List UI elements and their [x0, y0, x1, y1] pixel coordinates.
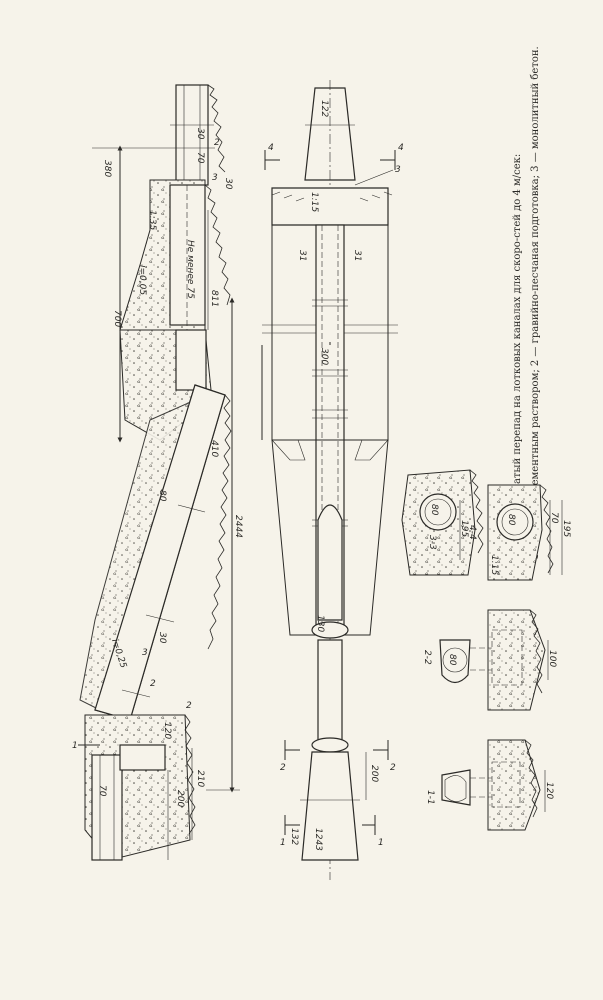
dim-210: 210 [195, 770, 205, 787]
section-4-4-label: 4-4 [467, 525, 477, 540]
section-3-3: 80 195 3-3 [401, 469, 484, 576]
plan-sec-1-left: 1 [280, 838, 286, 848]
s11-dim-120: 120 [544, 782, 554, 799]
dim-410: 410 [209, 440, 219, 457]
plan-headwall [271, 187, 389, 226]
mark-3-low: 3 [142, 648, 148, 658]
s44-diameter: 80 [506, 514, 516, 526]
plan-slope-1-15: 1:15 [309, 192, 319, 212]
section-3-3-label: 3-3 [427, 535, 437, 550]
plan-outlet-pipe [311, 621, 349, 639]
dim-380: 380 [102, 160, 112, 177]
dim-30-mid: 30 [223, 178, 233, 190]
longitudinal-profile: 380 700 2444 811 410 80 1:35 i=0,05 i=0,… [72, 84, 243, 861]
plan-sec-4-right: 4 [398, 143, 404, 153]
plan-dim-130: 130 [315, 615, 325, 632]
plan-mark-31-right: 31 [352, 250, 362, 261]
plan-mark-3: 3 [395, 165, 401, 175]
s22-diameter: 80 [447, 654, 457, 666]
dim-120: 120 [162, 722, 172, 739]
plan-view: 122 1:15 3 4 4 31 31 300 130 [261, 80, 404, 880]
dim-30-low: 30 [157, 632, 167, 644]
caption-title: Рис. 64. Трубчатый перепад на лотковых к… [512, 154, 523, 560]
plan-sec-4-left: 4 [268, 143, 274, 153]
plan-sec-1-right: 1 [378, 838, 384, 848]
upper-pipe [169, 184, 206, 326]
mark-2-top: 2 [214, 138, 220, 148]
plan-dim-300: 300 [319, 348, 329, 365]
slope-1-35: 1:35 [147, 210, 157, 230]
section-4-4: 80 70 195 1:15 4-4 [467, 484, 571, 581]
section-1-1-label: 1-1 [425, 790, 435, 805]
mark-1: 1 [72, 741, 78, 751]
section-2-2-label: 2-2 [422, 650, 432, 665]
dim-2444: 2444 [233, 515, 243, 538]
plan-dim-1243: 1243 [313, 828, 323, 851]
plan-flare [271, 439, 389, 636]
s44-slope: 1:15 [489, 555, 499, 575]
dim-811: 811 [209, 290, 219, 307]
plan-dim-200: 200 [369, 765, 379, 782]
mark-2-low: 2 [186, 701, 192, 711]
slope-i-005: i=0,05 [137, 265, 147, 295]
plan-sec-2-right: 2 [390, 763, 396, 773]
s22-dim-100: 100 [547, 650, 557, 667]
section-1-1: 120 1-1 [425, 739, 554, 831]
caption-legend: 1 — заливка цементным раствором; 2 — гра… [530, 46, 541, 560]
figure-caption: Рис. 64. Трубчатый перепад на лотковых к… [512, 46, 541, 560]
plan-mark-31-left: 31 [297, 250, 307, 261]
dim-30-top: 30 [195, 128, 205, 140]
s44-dim-70: 70 [549, 512, 559, 524]
dim-70-low: 70 [97, 785, 107, 797]
mark-2-mid: 2 [150, 679, 156, 689]
dim-200: 200 [175, 790, 185, 807]
dim-70-top: 70 [195, 152, 205, 164]
section-2-2: 80 100 2-2 [422, 609, 557, 711]
downstream-channel [91, 754, 123, 861]
dim-80: 80 [157, 490, 167, 502]
mark-3-top: 3 [212, 173, 218, 183]
plan-outlet-channel [301, 751, 359, 861]
inclined-pipe [79, 384, 226, 721]
dim-700: 700 [112, 310, 122, 327]
s33-diameter: 80 [429, 504, 439, 516]
plan-dim-122: 122 [319, 100, 329, 117]
plan-dim-132: 132 [289, 828, 299, 845]
note-min-75: Не менее 75 [185, 240, 195, 299]
s33-dim-195: 195 [459, 520, 469, 537]
plan-sec-2-left: 2 [280, 763, 286, 773]
s44-dim-195: 195 [561, 520, 571, 537]
